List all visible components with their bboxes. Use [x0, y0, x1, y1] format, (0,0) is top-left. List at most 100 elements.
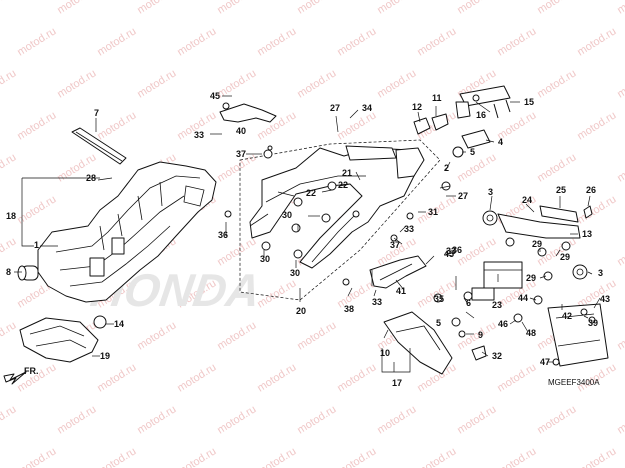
watermark-text: motod.ru	[615, 403, 625, 436]
license-bracket-assembly	[482, 205, 593, 281]
tail-light-module	[471, 261, 523, 301]
watermark-text: motod.ru	[175, 445, 218, 468]
callout-label-29: 29	[532, 239, 542, 249]
watermark-text: motod.ru	[375, 403, 418, 436]
callout-label-40: 40	[236, 126, 246, 136]
watermark-text: motod.ru	[495, 445, 538, 468]
callout-label-8: 8	[6, 267, 11, 277]
watermark-text: motod.ru	[375, 0, 418, 17]
callout-label-24: 24	[522, 195, 532, 205]
watermark-text: motod.ru	[55, 67, 98, 100]
strap	[71, 127, 127, 165]
watermark-text: motod.ru	[0, 319, 18, 352]
callout-label-42: 42	[562, 311, 572, 321]
callout-label-32: 32	[492, 351, 502, 361]
callout-label-20: 20	[296, 306, 306, 316]
mudguard	[19, 317, 99, 363]
rear-frame	[239, 139, 441, 301]
watermark-text: motod.ru	[535, 151, 578, 184]
watermark-text: motod.ru	[255, 445, 298, 468]
watermark-text: motod.ru	[95, 25, 138, 58]
callout-label-6: 6	[466, 298, 471, 308]
callout-label-36: 36	[452, 245, 462, 255]
bushing	[17, 265, 39, 281]
watermark-text: motod.ru	[575, 193, 618, 226]
license-plate-base	[547, 303, 609, 367]
watermark-text: motod.ru	[455, 151, 498, 184]
callout-label-21: 21	[342, 168, 352, 178]
callout-label-3: 3	[488, 187, 493, 197]
upper-small-parts	[413, 85, 511, 158]
watermark-text: motod.ru	[335, 25, 378, 58]
callout-label-12: 12	[412, 102, 422, 112]
watermark-text: motod.ru	[255, 25, 298, 58]
watermark-text: motod.ru	[335, 109, 378, 142]
watermark-text: motod.ru	[335, 361, 378, 394]
callout-label-30: 30	[290, 268, 300, 278]
callout-label-16: 16	[476, 110, 486, 120]
watermark-text: motod.ru	[0, 67, 18, 100]
callout-label-18: 18	[6, 211, 16, 221]
leader-lines	[14, 95, 601, 372]
watermark-text: motod.ru	[615, 319, 625, 352]
watermark-text: motod.ru	[575, 109, 618, 142]
watermark-text: motod.ru	[535, 0, 578, 17]
callout-label-5: 5	[470, 147, 475, 157]
watermark-text: motod.ru	[455, 403, 498, 436]
callout-label-13: 13	[582, 229, 592, 239]
callout-label-14: 14	[114, 319, 124, 329]
watermark-text: motod.ru	[215, 0, 258, 17]
watermark-text: motod.ru	[55, 0, 98, 17]
callout-label-45: 45	[444, 249, 454, 259]
watermark-text: motod.ru	[135, 0, 178, 17]
watermark-text: motod.ru	[295, 319, 338, 352]
callout-label-25: 25	[556, 185, 566, 195]
fasteners	[224, 145, 596, 366]
watermark-text: motod.ru	[575, 445, 618, 468]
callout-label-29: 29	[526, 273, 536, 283]
callout-label-38: 38	[344, 304, 354, 314]
watermark-text: motod.ru	[0, 151, 18, 184]
callout-label-3: 3	[598, 268, 603, 278]
callout-label-34: 34	[362, 103, 372, 113]
callout-label-15: 15	[524, 97, 534, 107]
callout-label-19: 19	[100, 351, 110, 361]
bracket	[219, 102, 277, 123]
watermark-text: motod.ru	[95, 109, 138, 142]
watermark-text: motod.ru	[415, 445, 458, 468]
callout-label-27: 27	[330, 103, 340, 113]
watermark-text: motod.ru	[455, 0, 498, 17]
watermark-text: motod.ru	[615, 151, 625, 184]
callout-label-30: 30	[260, 254, 270, 264]
callout-label-5: 5	[436, 318, 441, 328]
watermark-text: motod.ru	[295, 403, 338, 436]
watermark-text: motod.ru	[335, 445, 378, 468]
callout-label-28: 28	[86, 173, 96, 183]
callout-label-26: 26	[586, 185, 596, 195]
callout-label-37: 37	[236, 149, 246, 159]
callout-label-46: 46	[498, 319, 508, 329]
inner-fender	[37, 161, 217, 303]
watermark-text: motod.ru	[175, 361, 218, 394]
callout-label-41: 41	[396, 286, 406, 296]
callout-label-17: 17	[392, 378, 402, 388]
watermark-text: motod.ru	[295, 0, 338, 17]
callout-label-27: 27	[458, 191, 468, 201]
watermark-text: motod.ru	[575, 25, 618, 58]
callout-label-22: 22	[306, 188, 316, 198]
front-arrow	[3, 371, 27, 385]
callout-label-2: 2	[444, 163, 449, 173]
watermark-text: motod.ru	[215, 403, 258, 436]
diagram-code: MGEEF3400A	[548, 378, 600, 387]
callout-label-31: 31	[428, 207, 438, 217]
watermark-text: motod.ru	[615, 67, 625, 100]
callout-label-7: 7	[94, 108, 99, 118]
watermark-text: motod.ru	[535, 67, 578, 100]
watermark-text: motod.ru	[215, 67, 258, 100]
watermark-text: motod.ru	[95, 445, 138, 468]
callout-label-9: 9	[478, 330, 483, 340]
watermark-text: motod.ru	[15, 109, 58, 142]
callout-label-30: 30	[282, 210, 292, 220]
